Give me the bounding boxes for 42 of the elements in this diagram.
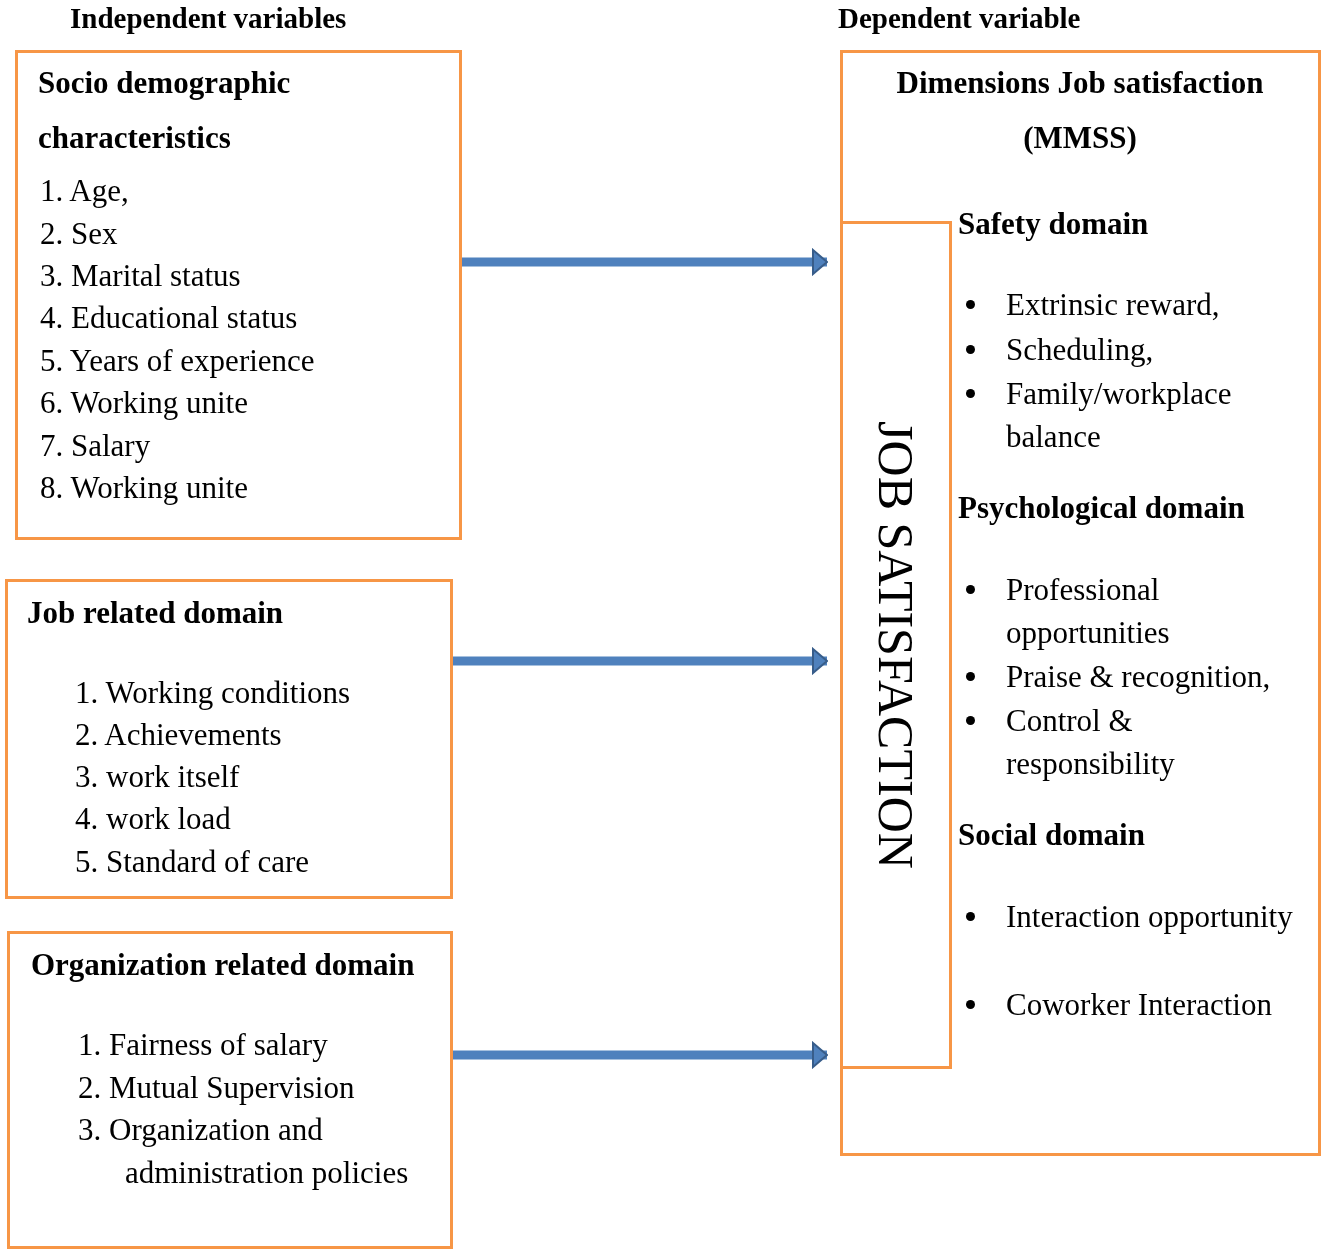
list-item: 1. Fairness of salary xyxy=(78,1026,329,1064)
section-heading: Organization related domain xyxy=(31,946,416,984)
list-item: Interaction opportunity xyxy=(1006,898,1294,936)
list-item: 3. Marital status xyxy=(40,257,242,295)
list-item: 3. work itself xyxy=(75,758,241,796)
list-item: Coworker Interaction xyxy=(1006,986,1273,1024)
list-item: Extrinsic reward, xyxy=(1006,286,1221,324)
section-heading: Socio demographic characteristics xyxy=(38,64,292,157)
section-heading: Job related domain xyxy=(27,594,285,632)
domain-box xyxy=(840,50,1321,1156)
list-item: 4. Educational status xyxy=(40,299,299,337)
section-heading: Psychological domain xyxy=(958,489,1246,527)
list-item: 8. Working unite xyxy=(40,469,249,507)
list-item: Scheduling, xyxy=(1006,331,1155,369)
section-heading: Dimensions Job satisfaction (MMSS) xyxy=(895,64,1265,157)
section-heading: Social domain xyxy=(958,816,1146,854)
vertical-title: JOB SATISFACTION xyxy=(868,421,924,869)
list-item: 5. Standard of care xyxy=(75,843,311,881)
arrow xyxy=(453,1042,828,1068)
list-item: 6. Working unite xyxy=(40,384,249,422)
list-item: 2. Mutual Supervision xyxy=(78,1069,356,1107)
list-item: 1. Age, xyxy=(40,172,130,210)
list-item: 2. Achievements xyxy=(75,716,283,754)
domain-box xyxy=(5,579,453,899)
list-item: Professional opportunities xyxy=(1006,571,1171,652)
arrow xyxy=(462,249,828,275)
section-heading: Safety domain xyxy=(958,205,1150,243)
arrow xyxy=(453,648,828,674)
list-item: 1. Working conditions xyxy=(75,674,352,712)
list-item: Family/workplace balance xyxy=(1006,375,1233,456)
list-item: 4. work load xyxy=(75,800,232,838)
list-item: Control & responsibility xyxy=(1006,702,1176,783)
domain-box xyxy=(15,50,462,540)
list-item: Praise & recognition, xyxy=(1006,658,1272,696)
list-item: 5. Years of experience xyxy=(40,342,316,380)
list-item: 7. Salary xyxy=(40,427,152,465)
domain-box xyxy=(840,221,952,1069)
column-heading: Independent variables xyxy=(70,2,347,35)
list-item: 2. Sex xyxy=(40,215,119,253)
domain-box xyxy=(7,931,453,1249)
column-heading: Dependent variable xyxy=(838,2,1081,35)
list-item: 3. Organization and administration policies xyxy=(78,1111,410,1192)
